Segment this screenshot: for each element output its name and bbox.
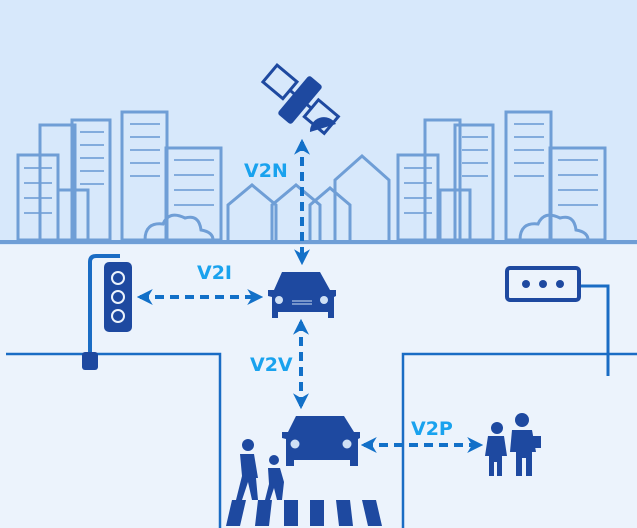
communication-arrows: [136, 138, 484, 453]
roadside-unit-icon: [505, 266, 610, 376]
horizon-line: [0, 240, 637, 244]
windows: [24, 123, 598, 214]
road-edges: [6, 352, 637, 528]
v2i-label: V2I: [197, 262, 232, 284]
v2p-label: V2P: [411, 418, 453, 440]
crosswalk-icon: [226, 500, 382, 526]
v2n-label: V2N: [244, 160, 288, 182]
car-icon: [268, 272, 336, 318]
traffic-light-icon: [82, 254, 132, 370]
pedestrian-icon: [236, 439, 284, 500]
pedestrian-icon: [485, 413, 541, 476]
satellite-icon: [260, 62, 341, 136]
car-icon: [282, 416, 360, 466]
v2v-label: V2V: [250, 354, 293, 376]
